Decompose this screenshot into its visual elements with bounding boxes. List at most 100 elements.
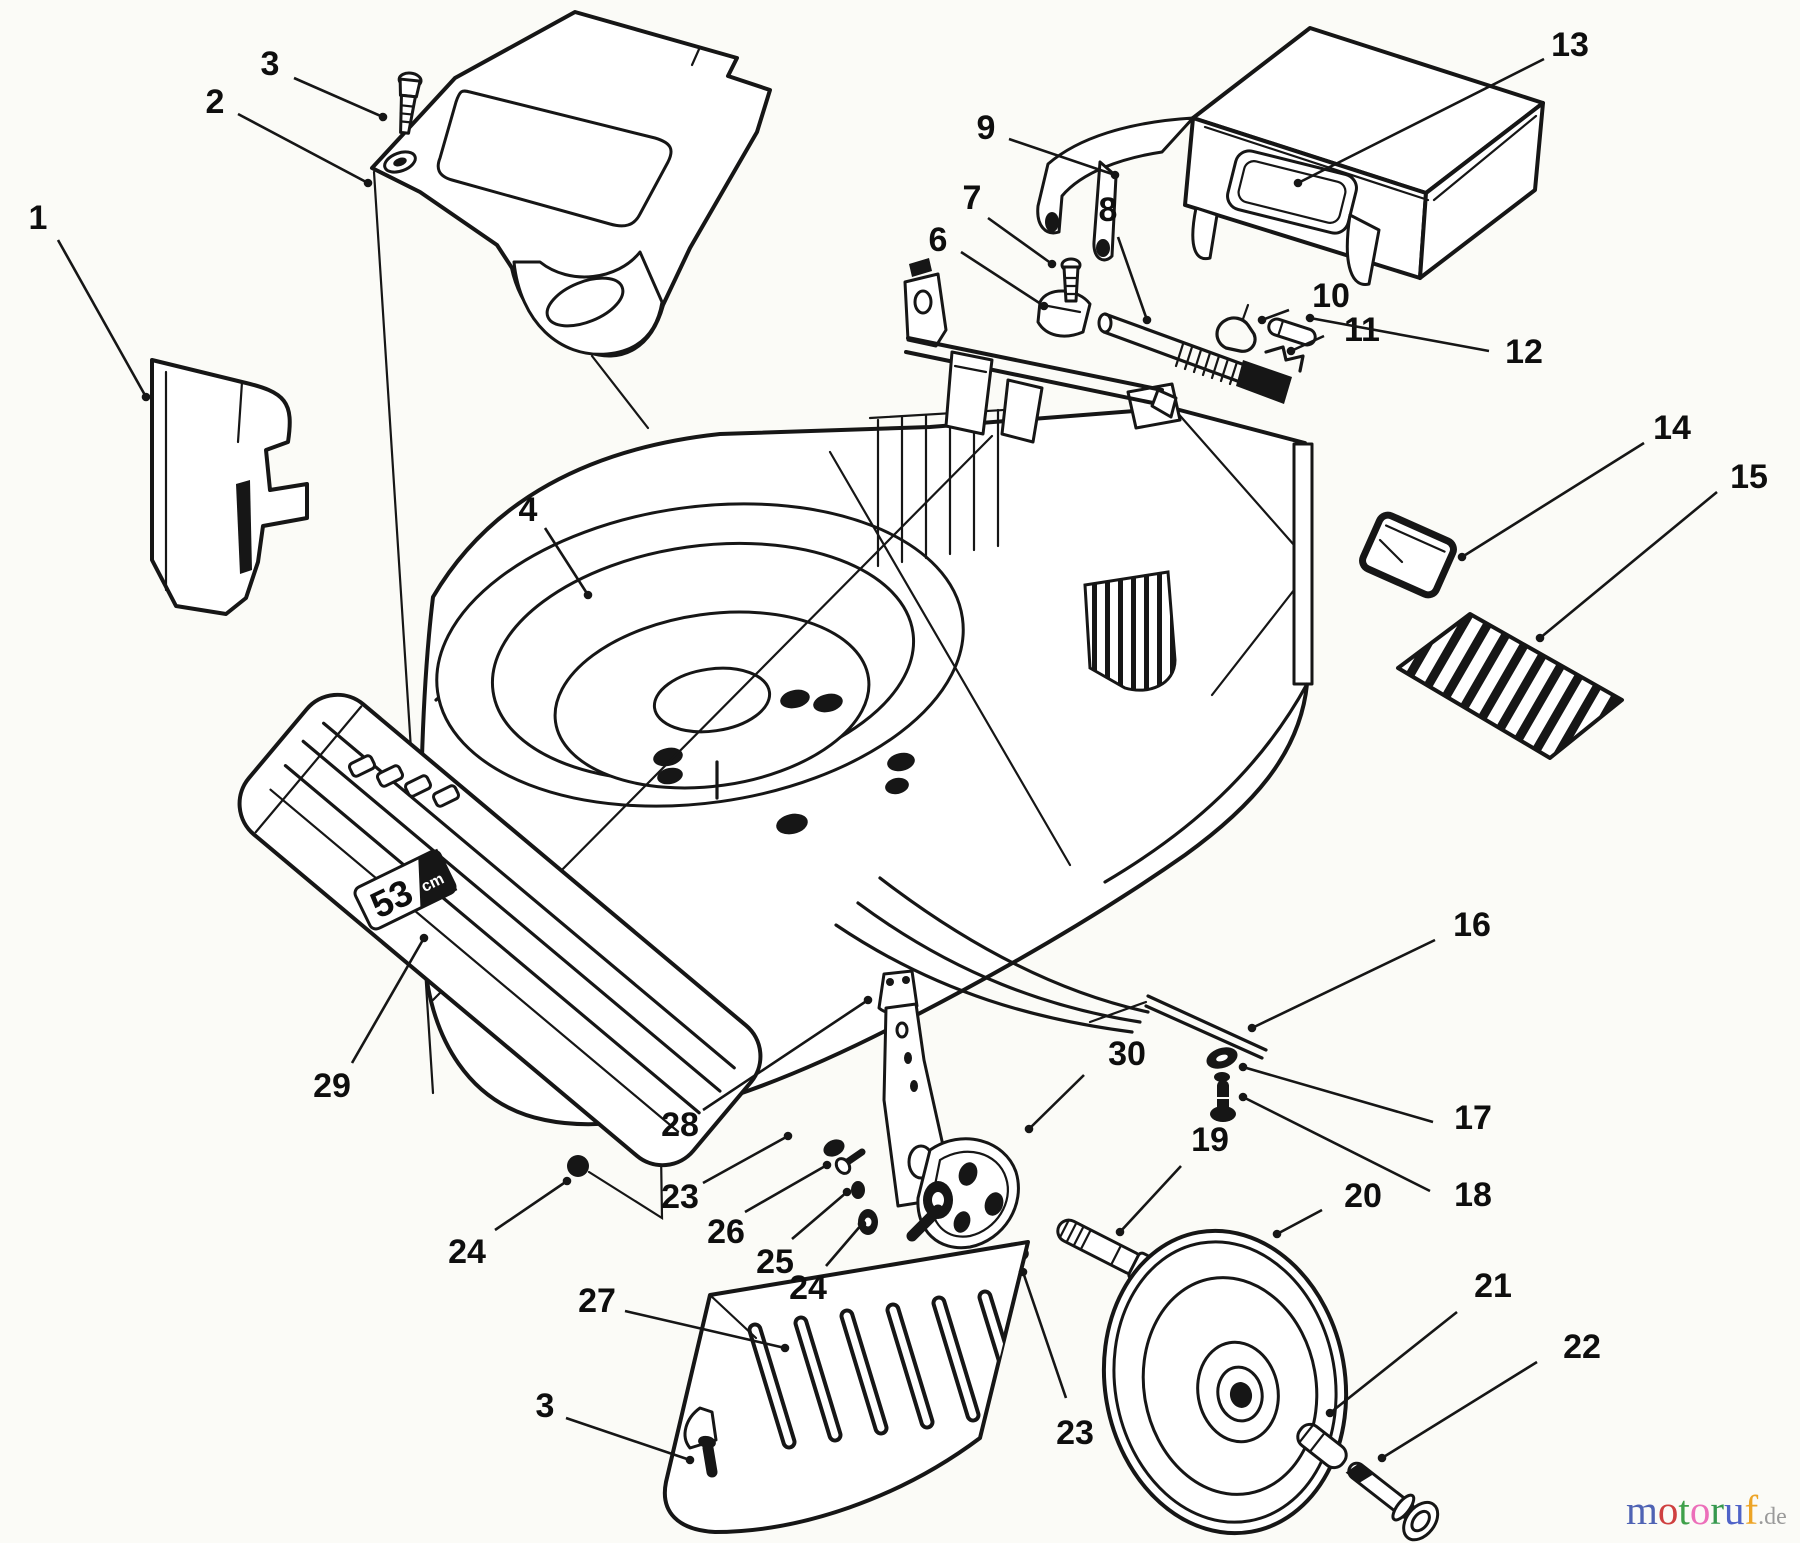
callout-leader-line [1461, 441, 1645, 559]
grommet-part23 [823, 1139, 845, 1157]
callout-dot [842, 1187, 852, 1197]
callout-leader-line [744, 1163, 828, 1214]
callout-dot [1293, 178, 1303, 188]
callout-leader-line [1028, 1074, 1085, 1130]
callout-leader-line [1008, 137, 1116, 177]
callout-dot [863, 995, 873, 1005]
bolt-part3-top [397, 71, 423, 135]
callout-dot [1535, 633, 1545, 643]
callout-leader-line [1539, 490, 1718, 640]
callout-number-23[interactable]: 23 [1056, 1414, 1094, 1452]
callout-number-28[interactable]: 28 [661, 1106, 699, 1144]
callout-leader-line [702, 1134, 789, 1185]
deck-bolt-holes [653, 689, 915, 835]
bolt-part3-bottom [698, 1435, 718, 1478]
callout-number-20[interactable]: 20 [1344, 1177, 1382, 1215]
callout-number-13[interactable]: 13 [1551, 26, 1589, 64]
callout-leader-line [1242, 1095, 1431, 1193]
bag-window [1226, 149, 1358, 235]
bag-loop-left [1191, 206, 1219, 261]
callout-number-1[interactable]: 1 [29, 199, 48, 237]
cover-window-cutout [436, 89, 673, 228]
callout-number-10[interactable]: 10 [1312, 277, 1350, 315]
watermark-letter: f [1744, 1487, 1759, 1533]
bag-frame-part9 [1036, 116, 1195, 262]
callout-number-3[interactable]: 3 [261, 45, 280, 83]
callout-leader-line [702, 998, 869, 1112]
callout-number-17[interactable]: 17 [1454, 1099, 1492, 1137]
callout-number-27[interactable]: 27 [578, 1282, 616, 1320]
bag-loop-right [1345, 213, 1381, 286]
wheel-part20 [1101, 1228, 1349, 1536]
handle-pivot-assembly-parts6-12 [903, 257, 1317, 444]
hardware-parts16-18 [1088, 994, 1268, 1122]
callout-dot [1047, 259, 1057, 269]
axle-bolt-part22 [1345, 1461, 1440, 1542]
cap-nut-part24-left [567, 1155, 589, 1177]
motor-mount-block [1083, 570, 1177, 692]
bumper-slots [347, 754, 461, 808]
callout-number-4[interactable]: 4 [519, 491, 538, 529]
callout-leader-line [1251, 938, 1436, 1030]
callout-leader-line [624, 1309, 786, 1350]
callout-number-3[interactable]: 3 [536, 1387, 555, 1425]
watermark-letter: o [1657, 1487, 1679, 1533]
callout-number-26[interactable]: 26 [707, 1213, 745, 1251]
bag-right-face [1418, 101, 1545, 280]
callout-leader-line [1261, 308, 1290, 322]
callout-number-23[interactable]: 23 [661, 1178, 699, 1216]
callout-number-24[interactable]: 24 [789, 1269, 827, 1307]
callout-number-7[interactable]: 7 [963, 179, 982, 217]
callout-leader-line [1119, 1165, 1182, 1233]
callout-dot [685, 1455, 695, 1465]
callout-number-24[interactable]: 24 [448, 1233, 486, 1271]
callout-leader-line [825, 1223, 863, 1267]
callout-number-19[interactable]: 19 [1191, 1121, 1229, 1159]
callout-number-25[interactable]: 25 [756, 1243, 794, 1281]
callout-leader-line [237, 112, 369, 185]
callout-dot [1457, 552, 1467, 562]
callout-number-29[interactable]: 29 [313, 1067, 351, 1105]
front-bumper-part29: 53 cm [237, 692, 763, 1168]
clamp-part6 [1036, 289, 1092, 338]
callout-dot [1286, 346, 1296, 356]
axle-spacer-part21 [1296, 1422, 1348, 1470]
callout-leader-line [791, 1191, 848, 1240]
rod-part16 [1146, 994, 1268, 1052]
top-cover-part2 [370, 10, 772, 358]
mount-plate-part14 [1359, 511, 1457, 599]
callout-leader-line [1297, 57, 1545, 185]
bolt-part7 [1060, 257, 1082, 303]
callout-number-6[interactable]: 6 [929, 221, 948, 259]
watermark-letter: u [1723, 1487, 1745, 1533]
callout-number-16[interactable]: 16 [1453, 906, 1491, 944]
callout-number-9[interactable]: 9 [977, 109, 996, 147]
bolt-part26 [834, 1148, 866, 1175]
callout-number-14[interactable]: 14 [1653, 409, 1691, 447]
callout-number-30[interactable]: 30 [1108, 1035, 1146, 1073]
callout-dot [419, 933, 429, 943]
callout-number-21[interactable]: 21 [1474, 1267, 1512, 1305]
cam-plate-part30 [916, 1137, 1020, 1250]
callout-dot [857, 1219, 867, 1229]
callout-number-8[interactable]: 8 [1099, 191, 1118, 229]
watermark-letter: o [1689, 1487, 1711, 1533]
callout-dot [1377, 1453, 1387, 1463]
callout-leader-line [1329, 1310, 1458, 1415]
callout-leader-line [565, 1416, 691, 1462]
callout-dot [822, 1160, 832, 1170]
callout-number-22[interactable]: 22 [1563, 1328, 1601, 1366]
spacer-part25 [851, 1181, 865, 1199]
callout-number-15[interactable]: 15 [1730, 458, 1768, 496]
wire-link-part11 [1264, 345, 1305, 373]
callout-number-12[interactable]: 12 [1505, 333, 1543, 371]
deck-rear-ribs [868, 407, 1022, 568]
callout-dot [1039, 301, 1049, 311]
discharge-ramp-part27 [662, 1240, 1030, 1534]
callout-dot [1142, 315, 1152, 325]
callout-number-2[interactable]: 2 [206, 83, 225, 121]
callout-dot [1257, 315, 1267, 325]
callout-number-18[interactable]: 18 [1454, 1176, 1492, 1214]
